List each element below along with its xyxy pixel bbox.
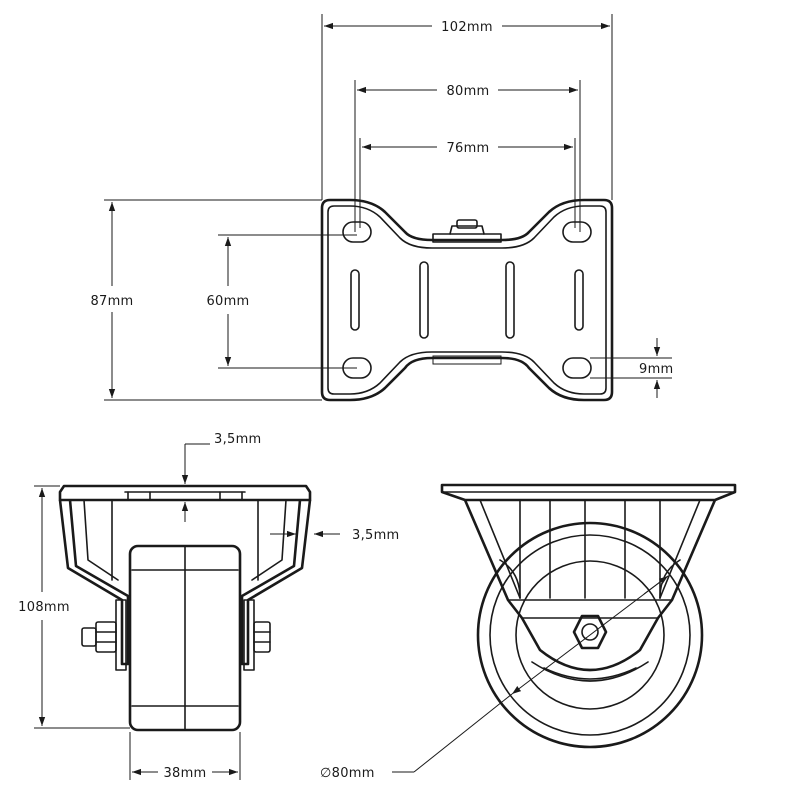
- dim-bracket-thickness: 3,5mm: [270, 528, 400, 543]
- label-plate-width: 102mm: [441, 20, 493, 35]
- dim-inner-spacing-x: 76mm: [359, 138, 576, 228]
- mount-hole-bottom-right: [562, 357, 592, 379]
- label-hole-diameter: 9mm: [639, 362, 674, 377]
- mount-hole-top-right: [562, 221, 592, 243]
- dim-hole-spacing-y: 60mm: [206, 234, 357, 369]
- label-hole-spacing-x: 80mm: [446, 84, 489, 99]
- side-axle-nut: [572, 614, 608, 650]
- dim-total-height: 108mm: [18, 485, 130, 729]
- label-wheel-diameter: ∅80mm: [320, 766, 375, 781]
- mounting-plate-outline: [320, 198, 614, 402]
- top-stud-cap: [456, 219, 478, 229]
- side-bracket: [463, 499, 717, 672]
- dim-plate-thickness: 3,5mm: [181, 432, 262, 522]
- mounting-plate-inner-edge: [327, 205, 607, 395]
- label-plate-thickness: 3,5mm: [214, 432, 262, 447]
- label-plate-height: 87mm: [90, 294, 133, 309]
- front-view: [58, 484, 312, 732]
- slot-4: [574, 269, 584, 331]
- side-view: [440, 483, 737, 749]
- label-wheel-width: 38mm: [163, 766, 206, 781]
- label-bracket-thickness: 3,5mm: [352, 528, 400, 543]
- dim-hole-spacing-x: 80mm: [354, 80, 581, 232]
- axle-bolt-left: [81, 627, 97, 647]
- slot-3: [505, 261, 515, 339]
- side-axle: [581, 623, 599, 641]
- top-stud-nut: [449, 225, 485, 235]
- side-wheel-rim: [515, 560, 665, 710]
- dim-wheel-width: 38mm: [129, 732, 241, 781]
- slot-1: [350, 269, 360, 331]
- axle-nut-left: [95, 621, 117, 653]
- slot-2: [419, 261, 429, 339]
- front-bracket-left: [58, 499, 130, 666]
- mount-hole-top-left: [342, 221, 372, 243]
- label-total-height: 108mm: [18, 600, 70, 615]
- top-stud-base: [432, 233, 502, 243]
- dim-plate-width: 102mm: [321, 14, 613, 200]
- side-wheel-tread: [489, 534, 691, 736]
- front-bracket-right: [240, 499, 312, 666]
- top-plate-view: [320, 198, 614, 402]
- dim-wheel-diameter: ∅80mm: [320, 575, 669, 781]
- dim-plate-height: 87mm: [90, 199, 322, 401]
- dim-hole-diameter: 9mm: [590, 338, 674, 398]
- side-wheel-tire: [476, 521, 704, 749]
- label-inner-spacing-x: 76mm: [446, 141, 489, 156]
- axle-nut-right: [253, 621, 271, 653]
- front-plate: [58, 484, 312, 502]
- bottom-flange: [432, 355, 502, 365]
- label-hole-spacing-y: 60mm: [206, 294, 249, 309]
